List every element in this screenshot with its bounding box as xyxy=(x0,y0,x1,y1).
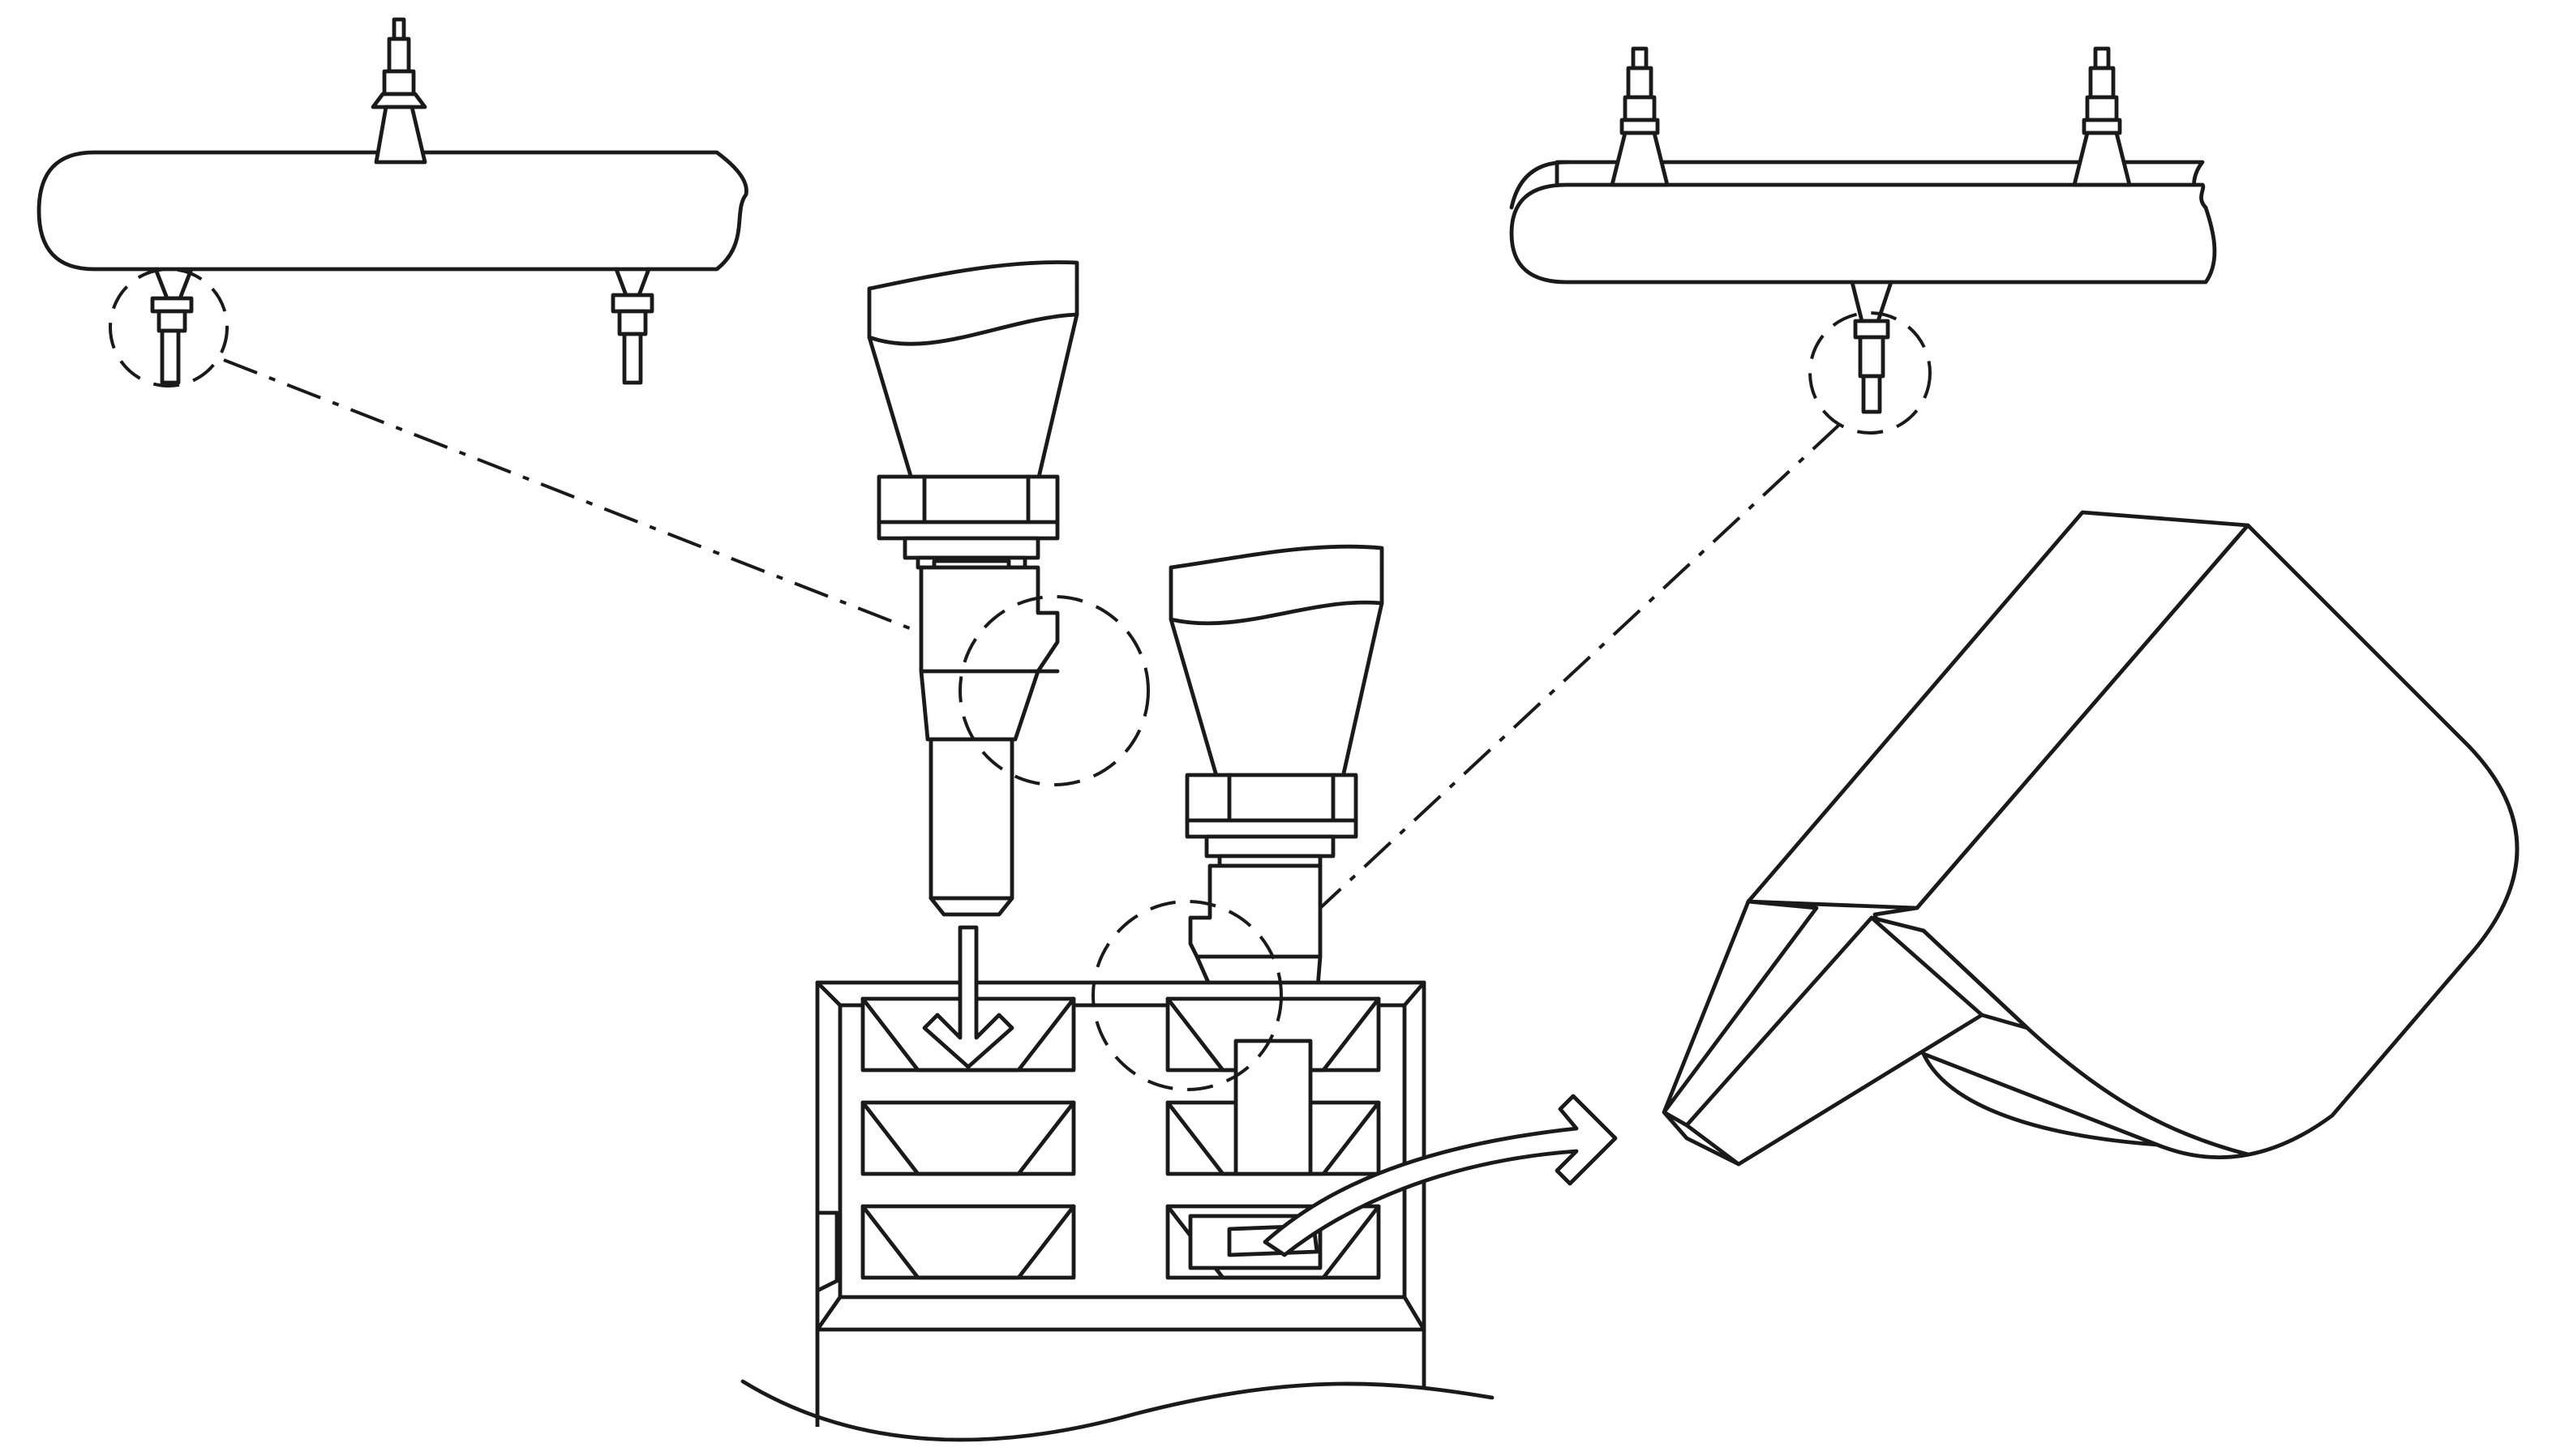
right-nozzle-detail-circle xyxy=(1092,900,1283,1091)
tray-fixture xyxy=(740,900,1495,1442)
left-nozzle-detail-circle xyxy=(959,595,1150,786)
right-bar-bottom-nozzle xyxy=(1850,280,1894,414)
right-bar-top-nozzle-1 xyxy=(1610,46,1670,187)
left-leader-line xyxy=(223,358,971,653)
right-bar-top-nozzle-2 xyxy=(2072,46,2132,187)
down-arrow xyxy=(922,925,1014,1069)
right-hopper-nozzle xyxy=(1169,544,1384,1040)
enlarged-wedge-part xyxy=(1662,510,2520,1167)
tray-wavy-bottom xyxy=(740,1379,1495,1442)
curved-arrow xyxy=(1263,1094,1618,1257)
left-bar-body xyxy=(36,150,748,272)
left-bar-bottom-nozzle-2 xyxy=(611,267,654,385)
wedge-side-body xyxy=(1872,523,2520,1159)
right-bar-detail xyxy=(1509,46,2217,435)
right-leader-line xyxy=(1270,423,1841,955)
right-detail-circle xyxy=(1808,311,1932,435)
wedge-lip xyxy=(1662,899,1984,1167)
left-nozzle-body xyxy=(919,565,1060,742)
left-bar-detail xyxy=(36,17,748,388)
right-nozzle-stem xyxy=(1233,1038,1313,1176)
left-detail-circle xyxy=(109,268,229,388)
left-hopper-nozzle xyxy=(867,260,1150,917)
right-bar-body xyxy=(1509,182,2217,285)
left-bar-top-nozzle xyxy=(371,17,427,165)
left-bar-bottom-nozzle-1 xyxy=(150,267,194,385)
